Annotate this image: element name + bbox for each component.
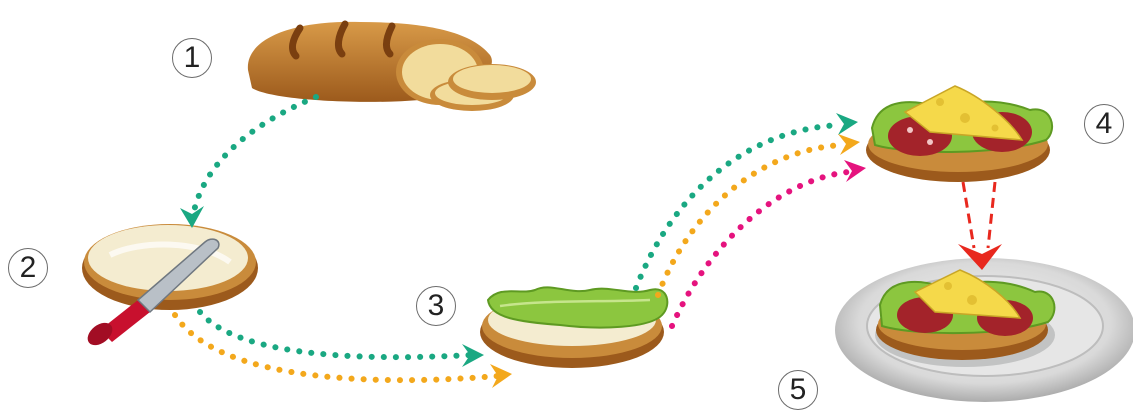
sandwich-icon bbox=[866, 85, 1054, 182]
arrow-step1-to-step2 bbox=[180, 94, 319, 228]
step-badge-1: 1 bbox=[172, 38, 212, 78]
arrow-step3-to-step4-green bbox=[633, 113, 858, 291]
step-badge-2: 2 bbox=[8, 248, 48, 288]
step-badge-5: 5 bbox=[778, 370, 818, 410]
arrow-step4-to-step5 bbox=[958, 181, 1002, 270]
arrow-step3-to-step4-orange bbox=[655, 134, 860, 298]
bread-loaf-icon bbox=[247, 20, 536, 111]
arrow-step2-to-step3-green bbox=[197, 309, 484, 367]
butter-knife-bread-icon bbox=[82, 224, 258, 346]
step-badge-4: 4 bbox=[1084, 104, 1124, 144]
lettuce-bread-icon bbox=[480, 286, 669, 368]
step-badge-3: 3 bbox=[416, 286, 456, 326]
sandwich-plate-icon bbox=[835, 258, 1133, 402]
arrow-step2-to-step3-orange bbox=[172, 312, 512, 388]
arrow-step3-to-step4-magenta bbox=[669, 160, 866, 329]
